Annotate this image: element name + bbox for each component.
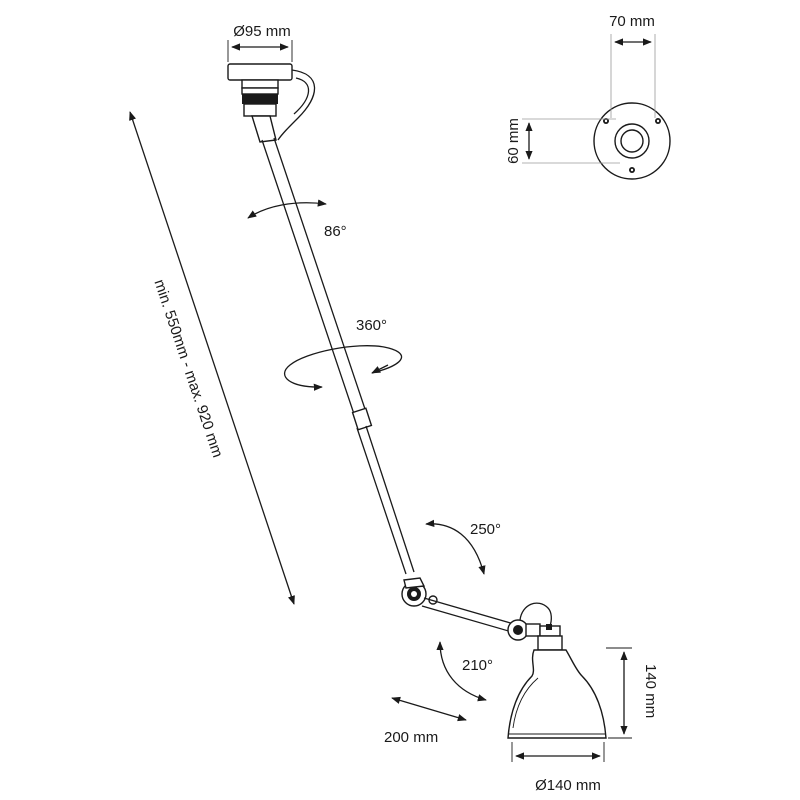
arm-length-dimension: 200 mm [384,696,467,746]
plate-width-label: 70 mm [609,13,655,30]
top-joint-angle-label: 86° [324,223,347,240]
ceiling-canopy [227,63,316,143]
upper-arm [261,137,415,575]
plate-height-label: 60 mm [505,118,522,164]
length-range-label: min. 550mm - max. 920 mm [150,277,226,459]
length-range-dimension: min. 550mm - max. 920 mm [129,111,295,605]
elbow-joint [401,577,438,607]
shade-diameter-label: Ø140 mm [535,777,601,794]
rotation-label: 360° [356,317,387,334]
head-angle-label: 210° [462,657,493,674]
rotation-indicator: 360° [284,317,403,391]
shade-height-label: 140 mm [642,664,659,718]
base-diameter-label: Ø95 mm [233,23,291,40]
lamp-shade [507,649,607,739]
shade-height-dimension: 140 mm [606,647,659,739]
base-diameter-dimension: Ø95 mm [227,23,293,62]
shade-diameter-dimension: Ø140 mm [511,742,605,794]
elbow-angle-label: 250° [470,521,501,538]
lower-arm [421,597,515,633]
arm-length-label: 200 mm [384,729,438,746]
elbow-angle-indicator: 250° [425,519,501,575]
mounting-plate [593,102,671,180]
plate-width-dimension: 70 mm [609,13,656,118]
head-joint [507,602,563,651]
head-angle-indicator: 210° [436,641,493,702]
plate-height-dimension: 60 mm [505,118,620,164]
